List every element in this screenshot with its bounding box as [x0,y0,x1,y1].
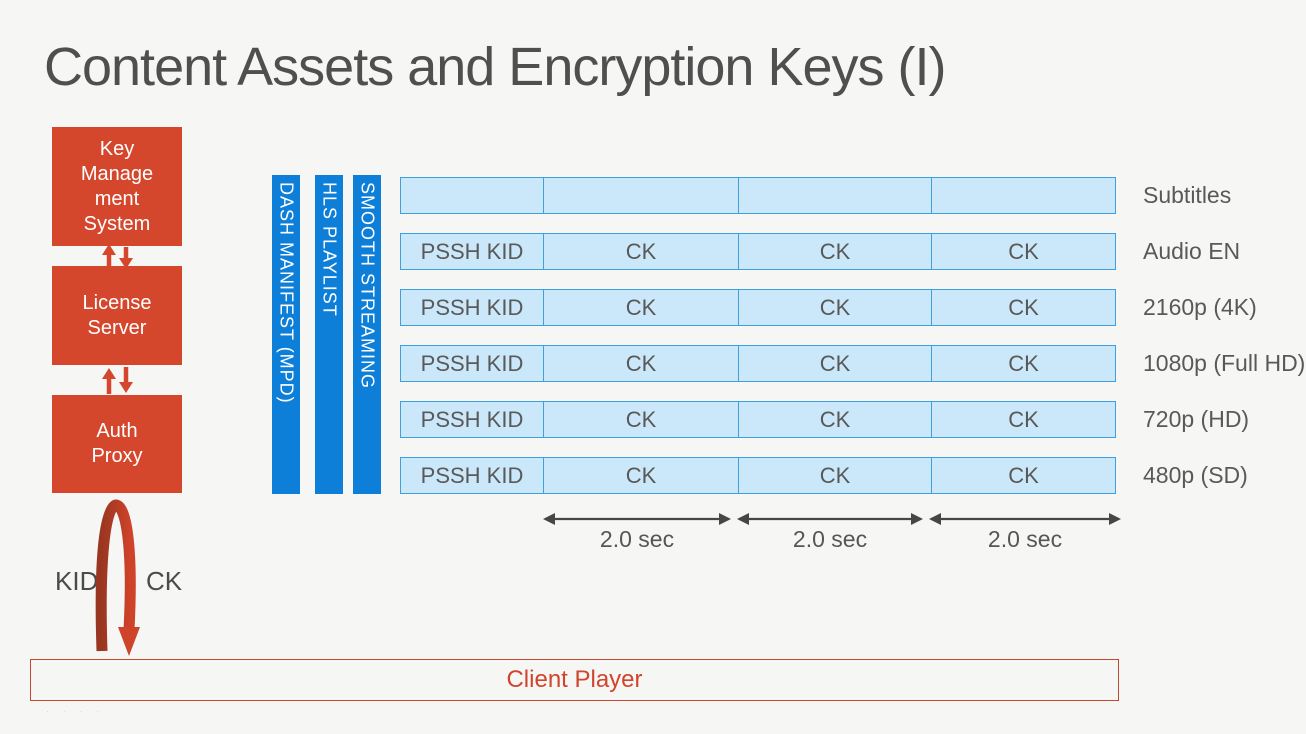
client-player-box: Client Player [30,659,1119,701]
segment-cell-ck: CK [544,402,739,437]
segment-cell-ck: CK [739,290,932,325]
timeline-duration-label: 2.0 sec [792,526,868,552]
segment-cell-ck: CK [544,234,739,269]
segment-cell-ck: CK [544,346,739,381]
track-row-2160p: PSSH KID CK CK CK [400,289,1116,326]
bar-hls-playlist: HLS PLAYLIST [315,175,343,494]
segment-cell [401,178,544,213]
segment-cell-ck: CK [739,234,932,269]
segment-cell-pssh-kid: PSSH KID [401,402,544,437]
kid-label: KID [55,566,99,596]
segment-cell-pssh-kid: PSSH KID [401,290,544,325]
box-auth-proxy: Auth Proxy [52,395,182,493]
segment-cell-ck: CK [1008,238,1039,264]
bar-smooth-streaming: SMOOTH STREAMING [353,175,381,494]
client-player-label: Client Player [506,666,643,693]
kid-ck-arch-arrow [95,499,140,656]
track-label-audio-en: Audio EN [1143,238,1241,264]
track-row-480p: PSSH KID CK CK CK [400,457,1116,494]
segment-cell-ck: CK [1008,462,1039,488]
segment-cell-ck: CK [739,346,932,381]
bar-hls-playlist-label: HLS PLAYLIST [319,182,340,317]
segment-cell-ck: CK [739,402,932,437]
bar-dash-manifest: DASH MANIFEST (MPD) [272,175,300,494]
segment-cell-pssh-kid: PSSH KID [401,234,544,269]
timeline-arrows [543,513,1121,525]
segment-cell-ck: CK [1008,294,1039,320]
track-label-1080p: 1080p (Full HD) [1143,350,1306,376]
segment-cell [932,178,1115,213]
box-key-management-system-label: Key Manage ment System [80,137,154,235]
bar-dash-manifest-label: DASH MANIFEST (MPD) [276,182,297,404]
timeline-duration-label: 2.0 sec [987,526,1063,552]
footer-marks: · · · · [46,707,106,716]
box-license-server: License Server [52,266,182,365]
segment-cell-ck: CK [1008,350,1039,376]
license-auth-bidirectional-arrows [102,367,133,394]
segment-cell [544,178,739,213]
box-key-management-system: Key Manage ment System [52,127,182,246]
segment-cell-pssh-kid: PSSH KID [401,346,544,381]
timeline-duration-label: 2.0 sec [599,526,675,552]
track-row-subtitles [400,177,1116,214]
bar-smooth-streaming-label: SMOOTH STREAMING [357,182,378,390]
ck-label: CK [146,566,183,596]
track-label-720p: 720p (HD) [1143,406,1250,432]
segment-cell-ck: CK [1008,406,1039,432]
track-row-1080p: PSSH KID CK CK CK [400,345,1116,382]
segment-cell-ck: CK [544,458,739,493]
track-row-audio-en: PSSH KID CK CK CK [400,233,1116,270]
track-label-480p: 480p (SD) [1143,462,1248,488]
box-auth-proxy-label: Auth Proxy [91,420,143,467]
track-row-720p: PSSH KID CK CK CK [400,401,1116,438]
segment-cell-ck: CK [544,290,739,325]
box-license-server-label: License Server [82,291,152,339]
page-title: Content Assets and Encryption Keys (I) [44,37,946,97]
track-label-2160p: 2160p (4K) [1143,294,1257,320]
segment-cell-pssh-kid: PSSH KID [401,458,544,493]
segment-cell-ck: CK [739,458,932,493]
track-label-subtitles: Subtitles [1143,182,1232,208]
segment-cell [739,178,932,213]
